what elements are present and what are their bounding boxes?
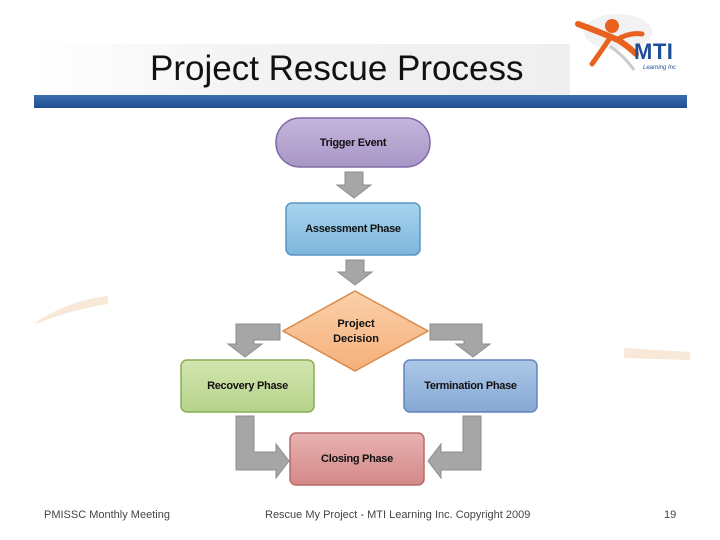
closing-phase-node <box>289 432 425 486</box>
decorative-swoosh-right <box>624 348 690 360</box>
trigger-event-label: Trigger Event <box>319 136 387 149</box>
title-underline-bar <box>34 95 687 108</box>
arrow-decision-to-termination <box>429 323 492 358</box>
arrow-decision-to-recovery <box>226 323 281 358</box>
decorative-swoosh-left <box>36 296 108 324</box>
title-band <box>34 44 570 96</box>
arrow-termination-to-closing <box>427 415 482 480</box>
termination-phase-label: Termination Phase <box>424 380 517 392</box>
recovery-phase-label: Recovery Phase <box>207 380 288 392</box>
project-decision-node <box>281 290 430 372</box>
trigger-event-node <box>275 117 431 168</box>
page-number: 19 <box>664 509 677 521</box>
assessment-phase-node <box>285 202 421 256</box>
arrow-trigger-to-assessment <box>335 171 373 199</box>
recovery-phase-node <box>180 359 315 413</box>
termination-phase-node <box>403 359 538 413</box>
arrow-assessment-to-decision <box>336 259 374 286</box>
logo-subtext: Learning Inc <box>643 65 677 71</box>
footer-left-text: PMISSC Monthly Meeting <box>44 509 170 521</box>
slide-title: Project Rescue Process <box>150 49 524 88</box>
closing-phase-label: Closing Phase <box>321 453 393 465</box>
footer-center-text: Rescue My Project - MTI Learning Inc. Co… <box>265 509 531 521</box>
mti-logo-icon <box>575 14 652 71</box>
logo-wordmark: MTI <box>634 39 674 64</box>
assessment-phase-label: Assessment Phase <box>305 223 401 235</box>
project-decision-label: Project Decision <box>333 318 379 345</box>
arrow-recovery-to-closing <box>235 415 290 480</box>
